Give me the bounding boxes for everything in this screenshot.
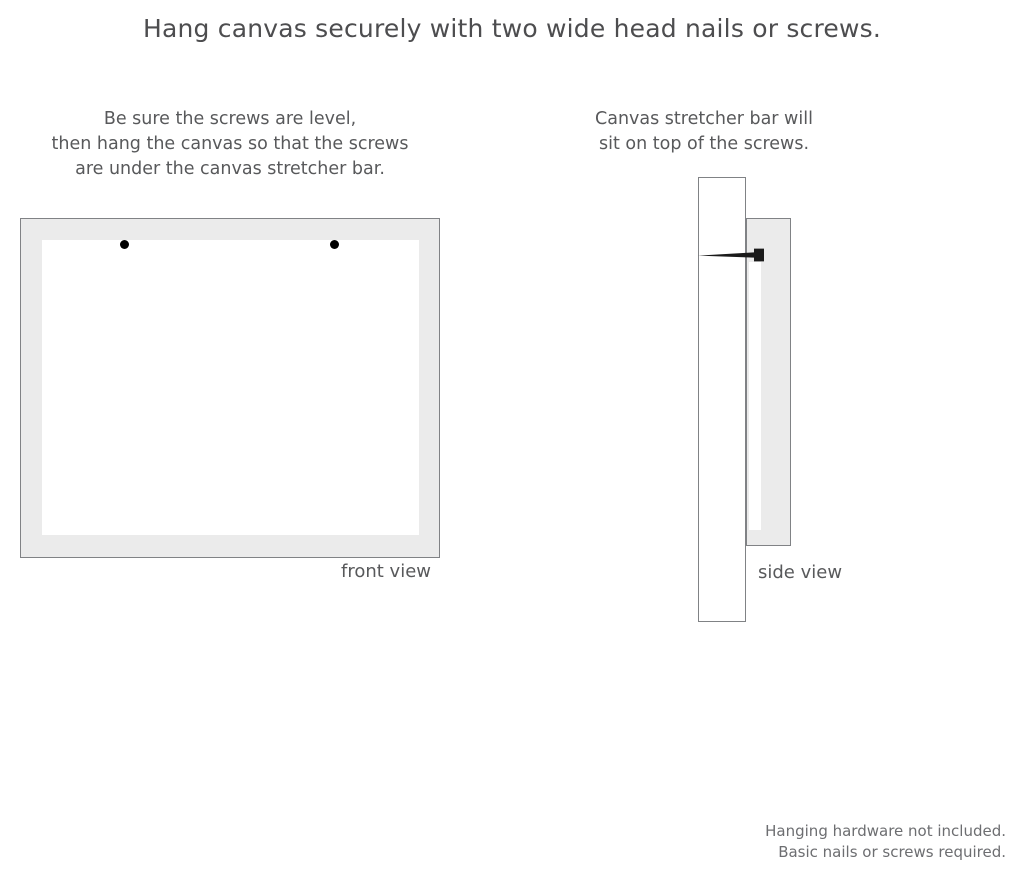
side-view-label: side view — [758, 562, 843, 583]
footer-note: Hanging hardware not included. Basic nai… — [765, 821, 1006, 863]
page-title: Hang canvas securely with two wide head … — [142, 14, 882, 43]
wall-profile — [698, 177, 746, 622]
front-view-diagram — [20, 218, 440, 558]
side-view-caption-line-2: sit on top of the screws. — [598, 134, 810, 154]
front-view-caption-line-3: are under the canvas stretcher bar. — [75, 159, 385, 179]
screw-head-right-icon — [330, 240, 339, 249]
front-view-caption: Be sure the screws are level, then hang … — [20, 107, 440, 182]
canvas-face-area — [42, 240, 419, 535]
front-view-caption-line-1: Be sure the screws are level, — [103, 109, 357, 129]
side-view-caption: Canvas stretcher bar will sit on top of … — [580, 107, 828, 157]
side-view-caption-line-1: Canvas stretcher bar will — [595, 109, 813, 129]
screw-head-left-icon — [120, 240, 129, 249]
front-view-caption-line-2: then hang the canvas so that the screws — [51, 134, 409, 154]
front-view-label: front view — [341, 561, 431, 582]
footer-note-line-2: Basic nails or screws required. — [778, 843, 1006, 861]
side-view-diagram — [690, 170, 810, 630]
screw-side-profile-icon — [698, 248, 764, 262]
footer-note-line-1: Hanging hardware not included. — [765, 822, 1006, 840]
canvas-stretcher-bar-cavity — [749, 262, 761, 530]
